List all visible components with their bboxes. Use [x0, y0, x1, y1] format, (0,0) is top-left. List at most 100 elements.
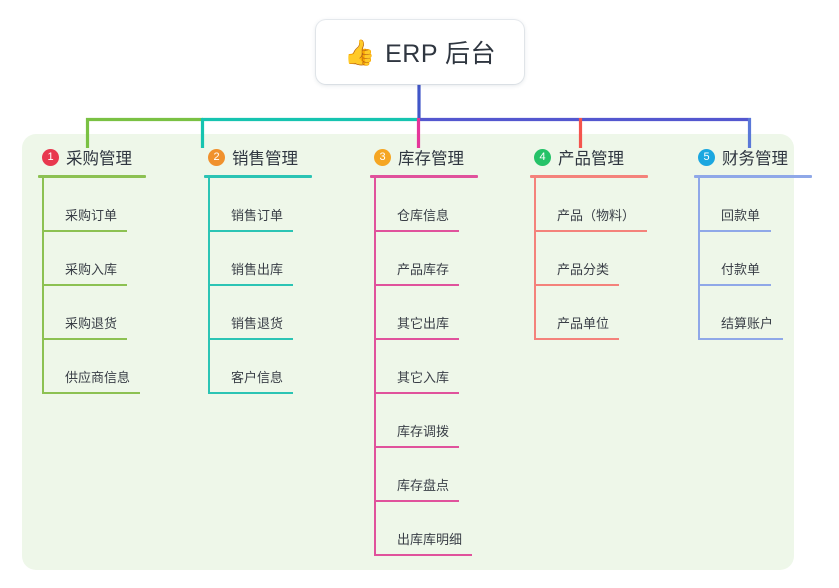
branch-children-2: 销售订单销售出库销售退货客户信息	[204, 178, 312, 394]
branch-item-label: 采购订单	[65, 208, 118, 223]
branch-item-rule	[374, 446, 459, 448]
branch-column-2: 2 销售管理 销售订单销售出库销售退货客户信息	[204, 144, 312, 394]
branch-item[interactable]: 销售订单	[204, 178, 312, 232]
branch-item-label: 其它出库	[397, 316, 450, 331]
branch-item-rule	[208, 392, 293, 394]
branch-item[interactable]: 付款单	[694, 232, 812, 286]
branch-item[interactable]: 出库库明细	[370, 502, 478, 556]
branch-item-rule	[534, 230, 647, 232]
branch-item-label: 结算账户	[721, 316, 774, 331]
branch-item-rule	[534, 284, 619, 286]
branch-item-label: 库存盘点	[397, 478, 450, 493]
branch-children-4: 产品（物料） 产品分类产品单位	[530, 178, 648, 340]
branch-item[interactable]: 其它入库	[370, 340, 478, 394]
branch-item[interactable]: 仓库信息	[370, 178, 478, 232]
branch-item[interactable]: 产品库存	[370, 232, 478, 286]
branch-item[interactable]: 回款单	[694, 178, 812, 232]
branch-item-rule	[42, 338, 127, 340]
branch-trunk	[698, 178, 700, 340]
branch-item-rule	[534, 338, 619, 340]
branch-header-2[interactable]: 2 销售管理	[204, 144, 312, 170]
branch-item-label: 销售退货	[231, 316, 284, 331]
branch-item-label: 库存调拨	[397, 424, 450, 439]
branch-header-5[interactable]: 5 财务管理	[694, 144, 812, 170]
branch-item-label: 销售订单	[231, 208, 284, 223]
branch-children-5: 回款单付款单结算账户	[694, 178, 812, 340]
branch-trunk	[208, 178, 210, 394]
branch-item-label: 产品分类	[557, 262, 610, 277]
branch-trunk	[374, 178, 376, 556]
branch-item-label: 付款单	[721, 262, 761, 277]
branch-item[interactable]: 供应商信息	[38, 340, 146, 394]
branch-item[interactable]: 库存调拨	[370, 394, 478, 448]
branch-header-1[interactable]: 1 采购管理	[38, 144, 146, 170]
branch-item-rule	[698, 338, 783, 340]
branch-item-label: 回款单	[721, 208, 761, 223]
branch-item-rule	[208, 284, 293, 286]
branch-title-4: 产品管理	[558, 150, 624, 168]
branch-column-1: 1 采购管理 采购订单采购入库采购退货供应商信息	[38, 144, 146, 394]
branch-item[interactable]: 采购订单	[38, 178, 146, 232]
branch-item[interactable]: 采购退货	[38, 286, 146, 340]
branch-title-1: 采购管理	[66, 150, 132, 168]
branch-item-label: 产品库存	[397, 262, 450, 277]
branch-item-rule	[42, 230, 127, 232]
branch-rule-3	[370, 175, 478, 178]
board-panel	[22, 134, 794, 570]
branch-item-rule	[374, 392, 459, 394]
branch-badge-4: 4	[534, 148, 551, 166]
branch-header-4[interactable]: 4 产品管理	[530, 144, 648, 170]
branch-item-rule	[374, 338, 459, 340]
branch-item-label: 供应商信息	[65, 370, 131, 385]
root-node[interactable]: 👍 ERP 后台	[316, 20, 524, 84]
branch-column-4: 4 产品管理 产品（物料） 产品分类产品单位	[530, 144, 648, 340]
branch-item-rule	[42, 284, 127, 286]
branch-item-rule	[208, 338, 293, 340]
branch-item-rule	[42, 392, 140, 394]
branch-item-label: 产品单位	[557, 316, 610, 331]
branch-item[interactable]: 销售出库	[204, 232, 312, 286]
branch-title-5: 财务管理	[722, 150, 788, 168]
branch-badge-5: 5	[698, 148, 715, 166]
branch-item[interactable]: 结算账户	[694, 286, 812, 340]
branch-badge-3: 3	[374, 148, 391, 166]
thumbs-up-icon: 👍	[343, 38, 376, 67]
branch-item-rule	[374, 500, 459, 502]
branch-item-rule	[374, 554, 472, 556]
branch-item-label: 其它入库	[397, 370, 450, 385]
branch-children-3: 仓库信息产品库存其它出库其它入库库存调拨库存盘点出库库明细	[370, 178, 478, 556]
branch-badge-1: 1	[42, 148, 59, 166]
branch-item[interactable]: 库存盘点	[370, 448, 478, 502]
branch-column-5: 5 财务管理 回款单付款单结算账户	[694, 144, 812, 340]
branch-item-rule	[208, 230, 293, 232]
branch-badge-2: 2	[208, 148, 225, 166]
branch-title-2: 销售管理	[232, 150, 298, 168]
branch-item-rule	[698, 230, 771, 232]
branch-item-label: 出库库明细	[397, 532, 463, 547]
branch-item-label: 采购退货	[65, 316, 118, 331]
branch-item-label: 销售出库	[231, 262, 284, 277]
branch-item-rule	[374, 230, 459, 232]
branch-item[interactable]: 产品分类	[530, 232, 648, 286]
branch-item-rule	[698, 284, 771, 286]
branch-item[interactable]: 产品（物料）	[530, 178, 648, 232]
branch-title-3: 库存管理	[398, 150, 464, 168]
branch-rule-1	[38, 175, 146, 178]
branch-trunk	[534, 178, 536, 340]
branch-trunk	[42, 178, 44, 394]
branch-children-1: 采购订单采购入库采购退货供应商信息	[38, 178, 146, 394]
branch-item[interactable]: 其它出库	[370, 286, 478, 340]
branch-rule-4	[530, 175, 648, 178]
branch-header-3[interactable]: 3 库存管理	[370, 144, 478, 170]
branch-rule-2	[204, 175, 312, 178]
branch-item[interactable]: 销售退货	[204, 286, 312, 340]
branch-item-label: 采购入库	[65, 262, 118, 277]
branch-item-label: 仓库信息	[397, 208, 450, 223]
branch-item[interactable]: 采购入库	[38, 232, 146, 286]
branch-item[interactable]: 客户信息	[204, 340, 312, 394]
branch-item-rule	[374, 284, 459, 286]
branch-item[interactable]: 产品单位	[530, 286, 648, 340]
branch-item-label: 客户信息	[231, 370, 284, 385]
root-title: ERP 后台	[385, 40, 497, 68]
